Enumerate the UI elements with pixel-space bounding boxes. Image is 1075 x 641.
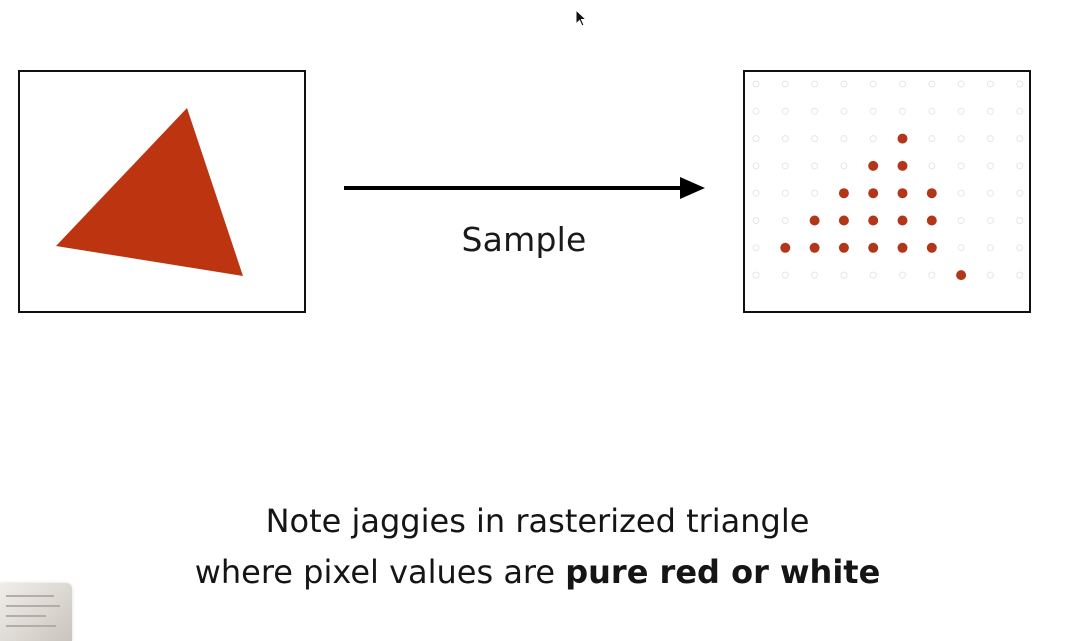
sample-dot-filled (868, 160, 879, 171)
sample-dot-empty (840, 107, 848, 115)
sample-dot-empty (957, 80, 965, 88)
sample-dot-empty (869, 80, 877, 88)
sample-dot-empty (781, 162, 789, 170)
sample-dot-filled (868, 188, 879, 199)
sample-dot-empty (840, 162, 848, 170)
sample-dot-empty (752, 271, 760, 279)
sample-dot-filled (926, 242, 937, 253)
caption-line-2: where pixel values are pure red or white (0, 553, 1075, 591)
sample-dot-filled (868, 215, 879, 226)
sample-dot-empty (869, 107, 877, 115)
sample-dot-empty (957, 189, 965, 197)
sample-dot-empty (957, 107, 965, 115)
sample-dot-empty (986, 107, 994, 115)
sample-dot-empty (1016, 271, 1024, 279)
thumbnail-line (6, 615, 46, 617)
sample-dot-empty (928, 135, 936, 143)
sample-dot-empty (957, 217, 965, 224)
sample-dot-empty (957, 135, 965, 143)
arrow-head (680, 177, 705, 199)
sample-dot-empty (811, 135, 819, 143)
sample-dot-empty (1016, 107, 1024, 115)
sample-dot-empty (986, 135, 994, 143)
sample-dot-empty (752, 162, 760, 170)
sample-dot-empty (986, 189, 994, 197)
sample-dot-filled (926, 215, 937, 226)
sample-dot-empty (1016, 244, 1024, 252)
sample-dot-filled (838, 215, 849, 226)
sample-dot-empty (1016, 135, 1024, 143)
sample-dot-empty (781, 217, 789, 224)
sample-dot-empty (752, 80, 760, 88)
sample-dot-empty (840, 271, 848, 279)
sample-dot-filled (956, 270, 967, 281)
thumbnail-line (6, 605, 60, 607)
sample-dot-empty (811, 80, 819, 88)
caption-emphasis: pure red or white (565, 553, 881, 591)
sample-dot-empty (986, 162, 994, 170)
sample-dot-empty (869, 271, 877, 279)
sample-dot-empty (1016, 217, 1024, 224)
sample-dot-empty (752, 135, 760, 143)
sample-dot-filled (897, 160, 908, 171)
continuous-triangle-panel (18, 70, 306, 313)
sample-dot-filled (897, 242, 908, 253)
red-triangle (56, 108, 243, 276)
sample-dot-filled (868, 242, 879, 253)
sample-dot-empty (986, 271, 994, 279)
sample-dot-empty (1016, 189, 1024, 197)
sample-dot-empty (840, 135, 848, 143)
sample-dot-empty (986, 80, 994, 88)
sample-dot-filled (897, 188, 908, 199)
sample-dot-empty (869, 135, 877, 143)
sample-dot-filled (838, 242, 849, 253)
sample-dot-empty (781, 135, 789, 143)
thumbnail-line (6, 625, 56, 627)
sample-dot-filled (926, 188, 937, 199)
sample-label: Sample (461, 220, 587, 259)
sample-dot-empty (752, 189, 760, 197)
sample-dot-empty (781, 271, 789, 279)
sample-dot-empty (752, 217, 760, 224)
sample-dot-filled (897, 133, 908, 144)
caption-line-2-text: where pixel values are (194, 553, 566, 591)
sample-dot-filled (897, 215, 908, 226)
sample-dot-empty (811, 189, 819, 197)
corner-thumbnail (0, 583, 72, 641)
sample-dot-empty (811, 162, 819, 170)
sample-dot-empty (899, 107, 906, 115)
sample-dot-empty (1016, 162, 1024, 170)
sample-dot-empty (811, 271, 819, 279)
sample-dot-empty (781, 189, 789, 197)
caption-line-1: Note jaggies in rasterized triangle (265, 502, 810, 540)
sample-dot-empty (752, 244, 760, 252)
sample-dot-empty (928, 107, 936, 115)
sample-dot-empty (781, 107, 789, 115)
sample-dot-empty (899, 271, 906, 279)
sample-dot-empty (986, 217, 994, 224)
sample-dot-filled (780, 242, 791, 253)
sample-dot-empty (1016, 80, 1024, 88)
sample-dot-empty (899, 80, 906, 88)
arrow-right-icon (344, 177, 705, 199)
sample-dot-empty (986, 244, 994, 252)
sample-dot-empty (928, 162, 936, 170)
sample-dot-empty (957, 162, 965, 170)
sample-dot-filled (809, 215, 820, 226)
sample-grid (752, 80, 1024, 281)
sample-dot-empty (811, 107, 819, 115)
sample-dot-empty (840, 80, 848, 88)
sampled-pixels-panel (743, 70, 1031, 313)
sample-dot-empty (752, 107, 760, 115)
continuous-triangle-canvas (56, 108, 243, 276)
sample-dot-empty (957, 244, 965, 252)
sample-dot-empty (928, 271, 936, 279)
sample-dot-empty (928, 80, 936, 88)
mouse-cursor-icon (575, 9, 588, 27)
sample-dot-empty (781, 80, 789, 88)
sample-dot-filled (809, 242, 820, 253)
sample-dot-filled (838, 188, 849, 199)
thumbnail-line (6, 595, 54, 597)
